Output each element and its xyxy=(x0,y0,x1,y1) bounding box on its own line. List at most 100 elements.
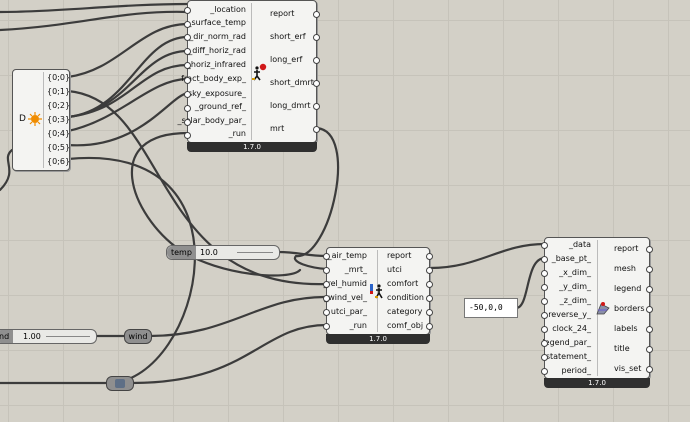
wind-relay[interactable]: wind xyxy=(124,329,152,344)
list-item[interactable]: {0;2} xyxy=(47,101,71,110)
input-grip[interactable] xyxy=(541,326,548,333)
output-short-dmrt[interactable]: short_dmrt xyxy=(270,78,314,87)
slider-rail[interactable] xyxy=(237,252,273,253)
list-item[interactable]: {0;0} xyxy=(47,73,71,82)
input-grip[interactable] xyxy=(541,368,548,375)
input-reverse-y[interactable]: reverse_y_ xyxy=(548,310,591,319)
list-item[interactable]: {0;4} xyxy=(47,129,71,138)
input-grip[interactable] xyxy=(541,354,548,361)
input-grip[interactable] xyxy=(184,34,191,41)
output-grip[interactable] xyxy=(313,103,320,110)
input-grip[interactable] xyxy=(541,298,548,305)
output-grip[interactable] xyxy=(313,34,320,41)
input-grip[interactable] xyxy=(184,62,191,69)
output-comf-obj[interactable]: comf_obj xyxy=(387,321,424,330)
input-grip[interactable] xyxy=(323,295,330,302)
data-list-component[interactable]: D {0;0} {0;1} {0;2} {0;3} {0;4} {0;5} {0… xyxy=(12,69,70,171)
input-statement[interactable]: statement_ xyxy=(545,352,591,361)
temp-slider[interactable]: temp 10.0 xyxy=(166,245,280,260)
input-grip[interactable] xyxy=(541,242,548,249)
output-short-erf[interactable]: short_erf xyxy=(270,32,306,41)
input-dir-norm-rad[interactable]: _dir_norm_rad xyxy=(189,32,246,41)
input-run[interactable]: _run xyxy=(349,321,367,330)
output-mesh[interactable]: mesh xyxy=(614,264,636,273)
relay-node[interactable] xyxy=(106,376,134,391)
input-grip[interactable] xyxy=(541,284,548,291)
list-item[interactable]: {0;6} xyxy=(47,157,71,166)
output-grip[interactable] xyxy=(313,11,320,18)
output-grip[interactable] xyxy=(646,306,653,313)
input-rel-humid[interactable]: _rel_humid xyxy=(323,279,368,288)
list-item[interactable]: {0;3} xyxy=(47,115,71,124)
input-surface-temp[interactable]: _surface_temp xyxy=(187,18,247,27)
input-run[interactable]: _run xyxy=(228,129,246,138)
input-grip[interactable] xyxy=(323,281,330,288)
output-title[interactable]: title xyxy=(614,344,630,353)
output-report[interactable]: report xyxy=(270,9,295,18)
output-borders[interactable]: borders xyxy=(614,304,645,313)
input-grip[interactable] xyxy=(184,119,191,126)
input-utci-par[interactable]: utci_par_ xyxy=(330,307,367,316)
legend-component[interactable]: _data _base_pt_ _x_dim_ _y_dim_ _z_dim_ … xyxy=(541,237,653,388)
output-grip[interactable] xyxy=(426,267,433,274)
output-utci[interactable]: utci xyxy=(387,265,402,274)
output-grip[interactable] xyxy=(313,126,320,133)
text-panel[interactable]: -50,0,0 xyxy=(464,298,518,318)
output-report[interactable]: report xyxy=(614,244,639,253)
input-location[interactable]: _location xyxy=(210,5,246,14)
input-grip[interactable] xyxy=(541,340,548,347)
input-grip[interactable] xyxy=(184,77,191,84)
output-vis-set[interactable]: vis_set xyxy=(614,364,642,373)
wind-slider[interactable]: nd 1.00 xyxy=(0,329,97,344)
output-labels[interactable]: labels xyxy=(614,324,638,333)
input-y-dim[interactable]: _y_dim_ xyxy=(559,282,591,291)
input-x-dim[interactable]: _x_dim_ xyxy=(559,268,591,277)
input-grip[interactable] xyxy=(323,323,330,330)
output-grip[interactable] xyxy=(426,309,433,316)
output-grip[interactable] xyxy=(426,253,433,260)
input-solar-body-par[interactable]: _solar_body_par_ xyxy=(177,116,246,125)
output-grip[interactable] xyxy=(646,286,653,293)
output-grip[interactable] xyxy=(646,266,653,273)
input-grip[interactable] xyxy=(184,132,191,139)
list-item[interactable]: {0;5} xyxy=(47,143,71,152)
input-grip[interactable] xyxy=(541,312,548,319)
slider-rail[interactable] xyxy=(46,336,90,337)
output-legend[interactable]: legend xyxy=(614,284,642,293)
input-diff-horiz-rad[interactable]: _diff_horiz_rad xyxy=(188,46,246,55)
output-category[interactable]: category xyxy=(387,307,423,316)
list-item[interactable]: {0;1} xyxy=(47,87,71,96)
output-grip[interactable] xyxy=(313,57,320,64)
input-grip[interactable] xyxy=(184,48,191,55)
input-grip[interactable] xyxy=(184,7,191,14)
output-grip[interactable] xyxy=(426,281,433,288)
output-report[interactable]: report xyxy=(387,251,412,260)
input-horiz-infrared[interactable]: _horiz_infrared xyxy=(186,60,246,69)
input-grip[interactable] xyxy=(184,91,191,98)
input-fract-body-exp[interactable]: fract_body_exp_ xyxy=(181,74,246,83)
input-legend-par[interactable]: legend_par_ xyxy=(542,338,591,347)
input-ground-ref[interactable]: _ground_ref_ xyxy=(194,102,246,111)
input-grip[interactable] xyxy=(541,270,548,277)
output-grip[interactable] xyxy=(646,326,653,333)
input-clock-24[interactable]: clock_24_ xyxy=(552,324,591,333)
output-grip[interactable] xyxy=(646,246,653,253)
input-grip[interactable] xyxy=(541,256,548,263)
input-mrt[interactable]: _mrt_ xyxy=(344,265,367,274)
input-air-temp[interactable]: _air_temp xyxy=(327,251,367,260)
input-wind-vel[interactable]: _wind_vel_ xyxy=(324,293,367,302)
input-grip[interactable] xyxy=(323,309,330,316)
input-sky-exposure[interactable]: sky_exposure_ xyxy=(187,89,246,98)
input-data[interactable]: _data xyxy=(568,240,591,249)
output-comfort[interactable]: comfort xyxy=(387,279,419,288)
output-grip[interactable] xyxy=(313,80,320,87)
output-grip[interactable] xyxy=(646,366,653,373)
output-long-erf[interactable]: long_erf xyxy=(270,55,303,64)
output-grip[interactable] xyxy=(426,295,433,302)
input-grip[interactable] xyxy=(323,253,330,260)
utci-component[interactable]: _air_temp _mrt_ _rel_humid _wind_vel_ ut… xyxy=(323,247,433,344)
input-grip[interactable] xyxy=(184,105,191,112)
output-mrt[interactable]: mrt xyxy=(270,124,285,133)
output-long-dmrt[interactable]: long_dmrt xyxy=(270,101,311,110)
output-grip[interactable] xyxy=(646,346,653,353)
